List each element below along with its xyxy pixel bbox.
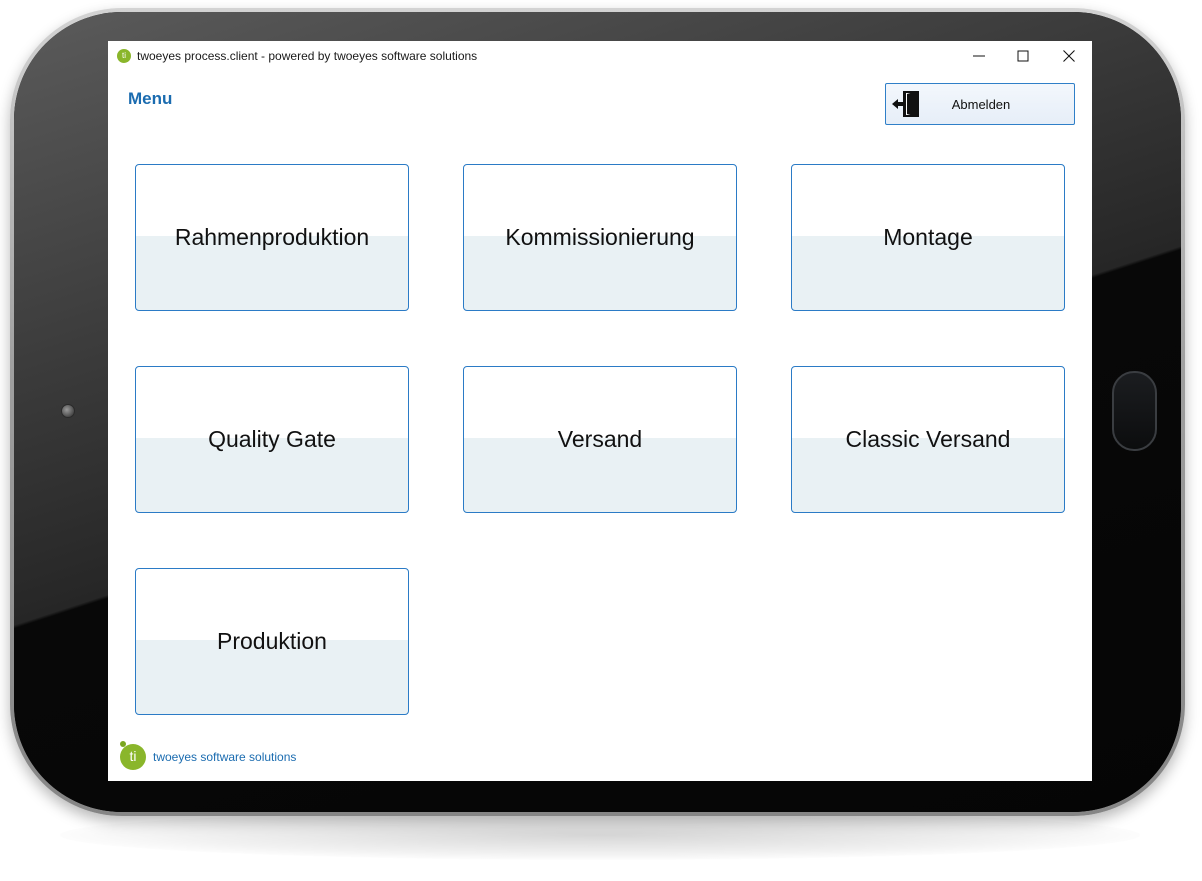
logo-leaf-icon [120,741,126,747]
logout-button[interactable]: Abmelden [885,83,1075,125]
app-window: ti twoeyes process.client - powered by t… [108,41,1092,781]
tile-label: Classic Versand [845,426,1011,452]
close-icon [1063,50,1075,62]
logout-label: Abmelden [951,97,1011,112]
tile-label: Montage [883,224,973,250]
home-button[interactable] [1112,371,1157,451]
footer-company-name: twoeyes software solutions [153,750,297,764]
minimize-icon [973,55,985,57]
tile-label: Kommissionierung [505,224,695,250]
maximize-icon [1017,50,1029,62]
camera-icon [61,404,75,418]
window-titlebar[interactable]: ti twoeyes process.client - powered by t… [108,41,1092,71]
tile-label: Produktion [217,628,327,654]
window-title: twoeyes process.client - powered by twoe… [137,49,478,63]
twoeyes-logo-icon: ti [117,49,131,63]
footer-logo-icon: ti [120,744,146,770]
tablet-shadow [60,810,1140,860]
tile-versand[interactable]: Versand [463,366,737,513]
tile-quality-gate[interactable]: Quality Gate [135,366,409,513]
tile-produktion[interactable]: Produktion [135,568,409,715]
tile-kommissionierung[interactable]: Kommissionierung [463,164,737,311]
tile-rahmenproduktion[interactable]: Rahmenproduktion [135,164,409,311]
footer-logo-text: ti [129,748,137,764]
logout-door-icon [892,91,919,117]
tile-label: Quality Gate [208,426,336,452]
tile-label: Rahmenproduktion [174,224,370,250]
tile-montage[interactable]: Montage [791,164,1065,311]
minimize-button[interactable] [956,41,1002,71]
tile-classic-versand[interactable]: Classic Versand [791,366,1065,513]
close-button[interactable] [1046,41,1092,71]
page-title: Menu [128,89,173,108]
tile-label: Versand [557,426,643,452]
maximize-button[interactable] [1000,41,1046,71]
